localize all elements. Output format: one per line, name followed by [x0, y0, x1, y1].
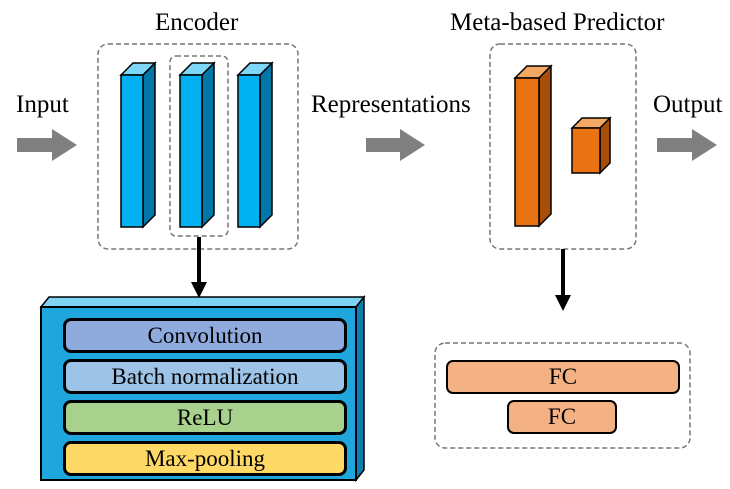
- encoder-bar-1: [119, 61, 157, 229]
- encoder-box: [97, 43, 299, 250]
- output-arrow: [657, 129, 717, 161]
- fc-layer-1: FC: [446, 360, 680, 394]
- batch-normalization-layer: Batch normalization: [63, 359, 347, 394]
- predictor-box: [489, 43, 637, 250]
- input-arrow: [17, 129, 77, 161]
- fc-box: [434, 342, 691, 449]
- max-pooling-layer: Max-pooling: [63, 441, 347, 476]
- output-label: Output: [653, 91, 723, 118]
- relu-layer: ReLU: [63, 400, 347, 435]
- predictor-bar-large: [513, 64, 553, 228]
- encoder-bar-3: [236, 61, 274, 229]
- representations-arrow: [366, 129, 425, 161]
- fc-layer-2: FC: [507, 400, 617, 434]
- predictor-bar-small: [570, 116, 612, 175]
- predictor-title: Meta-based Predictor: [450, 9, 665, 36]
- encoder-bar-2: [178, 61, 216, 229]
- input-label: Input: [16, 91, 69, 118]
- encoder-highlight-box: [169, 55, 229, 237]
- encoder-title: Encoder: [155, 9, 239, 36]
- convolution-layer: Convolution: [63, 318, 347, 353]
- representations-label: Representations: [311, 91, 471, 118]
